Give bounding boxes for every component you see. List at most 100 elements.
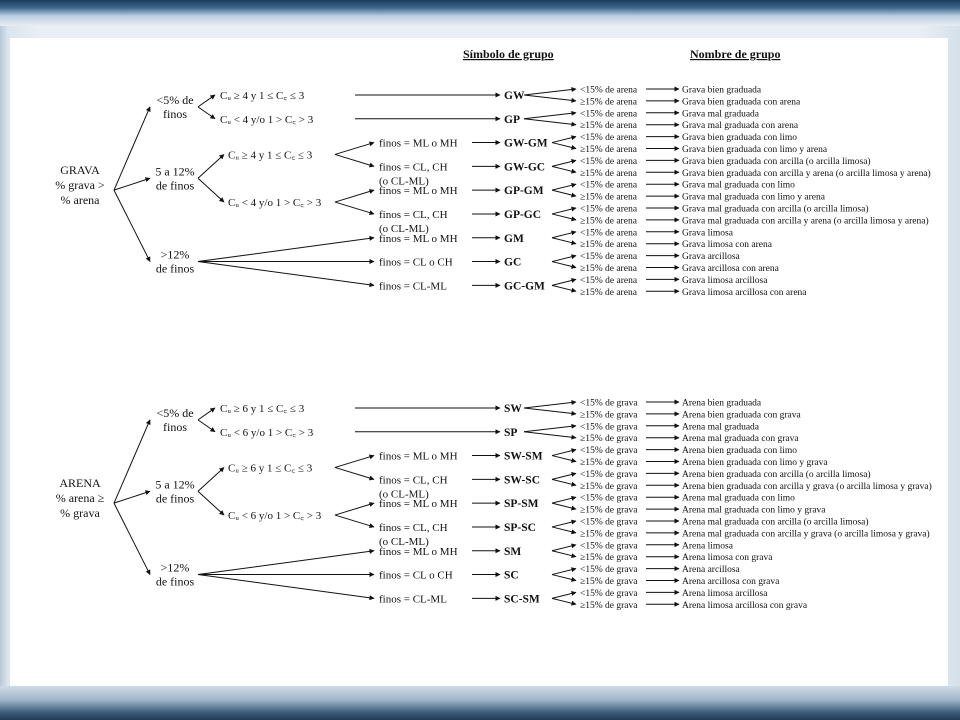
fines-condition: finos = ML o MH (379, 138, 458, 150)
fines-condition: finos = CL o CH (379, 570, 453, 582)
percent-label: <15% de grava (580, 399, 638, 409)
group-symbol: GW-GM (504, 138, 548, 150)
group-name: Arena mal graduada (682, 422, 760, 432)
percent-label: <15% de arena (580, 157, 638, 167)
group-name: Grava bien graduada con limo (682, 133, 797, 143)
percent-label: ≥15% de arena (580, 240, 638, 250)
group-name: Arena bien graduada con arcilla (o arcil… (682, 469, 871, 480)
root-to-level-arrow (113, 106, 151, 191)
root-label: % arena (61, 193, 101, 207)
symbol-to-percent-arrow (551, 237, 577, 246)
group-name: Grava arcillosa con arena (682, 264, 780, 274)
symbol-to-percent-arrow (551, 502, 577, 511)
root-to-level-arrow (113, 490, 151, 504)
group-name: Grava bien graduada con arena (682, 97, 801, 107)
symbol-to-percent-arrow (551, 135, 577, 144)
group-name: Grava mal graduada con arcilla (o arcill… (682, 204, 868, 215)
symbol-to-percent-arrow (551, 526, 577, 535)
coefficient-condition: Cᵤ ≥ 4 y 1 ≤ C꜀ ≤ 3 (220, 90, 305, 102)
percent-label: ≥15% de grava (580, 434, 638, 444)
symbol-to-percent-arrow (551, 142, 577, 150)
percent-label: <15% de grava (580, 422, 638, 432)
symbol-to-percent-arrow (551, 213, 577, 222)
symbol-to-percent-arrow (551, 261, 577, 269)
fines-level-label: >12% (161, 561, 190, 575)
symbol-to-percent-arrow (551, 478, 577, 487)
group-name: Arena bien graduada con arcilla y grava … (682, 481, 932, 492)
symbol-to-percent-arrow (551, 206, 577, 215)
group-symbol: GW-GC (504, 161, 545, 173)
percent-label: <15% de arena (580, 133, 638, 143)
percent-label: <15% de arena (580, 86, 638, 96)
group-symbol: SP-SM (504, 498, 539, 510)
percent-label: ≥15% de grava (580, 506, 638, 516)
percent-label: ≥15% de arena (580, 288, 638, 298)
percent-label: ≥15% de arena (580, 264, 638, 274)
percent-label: <15% de grava (580, 446, 638, 456)
coefficient-condition: Cᵤ ≥ 6 y 1 ≤ C꜀ ≤ 3 (220, 403, 305, 415)
fines-level-label: finos (163, 107, 187, 121)
percent-label: <15% de arena (580, 109, 638, 119)
symbol-to-percent-arrow (551, 574, 577, 582)
coefficient-condition: Cᵤ < 6 y/o 1 > C꜀ > 3 (220, 427, 314, 439)
symbol-to-percent-arrow (551, 182, 577, 191)
root-to-level-arrow (113, 189, 151, 262)
fines-condition: finos = CL, CH (379, 522, 448, 534)
fines-level-label: de finos (156, 178, 195, 192)
group-name: Grava limosa (682, 228, 734, 238)
root-label: % arena ≥ (56, 491, 105, 505)
group-name: Grava mal graduada (682, 109, 760, 119)
group-name: Grava bien graduada con arcilla (o arcil… (682, 156, 871, 167)
root-to-level-arrow (113, 419, 151, 504)
group-symbol: SW (504, 403, 522, 415)
group-name: Arena mal graduada con grava (682, 434, 799, 444)
percent-label: ≥15% de grava (580, 458, 638, 468)
group-name: Arena mal graduada con limo (682, 494, 795, 504)
percent-label: <15% de grava (580, 494, 638, 504)
symbol-to-percent-arrow (551, 455, 577, 463)
fines-level-label: >12% (161, 248, 190, 262)
fines-condition: finos = ML o MH (379, 498, 458, 510)
level-to-condition-arrow (197, 490, 225, 516)
percent-label: ≥15% de arena (580, 97, 638, 107)
condition-to-fines-arrow (334, 502, 375, 516)
percent-label: ≥15% de grava (580, 410, 638, 420)
symbol-to-percent-arrow (551, 550, 577, 559)
group-symbol: GC (504, 257, 521, 269)
level-to-condition-arrow (197, 419, 216, 433)
group-symbol: GP-GC (504, 209, 541, 221)
symbol-to-percent-arrow (551, 519, 577, 528)
header-name: Nombre de grupo (690, 47, 780, 61)
percent-label: ≥15% de arena (580, 216, 638, 226)
coefficient-condition: Cᵤ < 4 y/o 1 > C꜀ > 3 (228, 197, 322, 209)
percent-label: ≥15% de arena (580, 193, 638, 203)
group-name: Arena mal graduada con limo y grava (682, 506, 826, 516)
group-symbol: GP (504, 114, 520, 126)
group-symbol: SM (504, 546, 521, 558)
fines-level-label: finos (163, 420, 187, 434)
fines-level-label: de finos (156, 262, 195, 276)
percent-label: <15% de grava (580, 589, 638, 599)
root-to-level-arrow (113, 502, 151, 575)
fines-level-label: <5% de (156, 93, 193, 107)
percent-label: <15% de arena (580, 205, 638, 215)
fines-condition: (o CL-ML) (379, 223, 429, 235)
symbol-to-percent-arrow (551, 591, 577, 599)
group-symbol: GC-GM (504, 280, 545, 292)
group-name: Grava mal graduada con limo (682, 181, 795, 191)
fines-condition: (o CL-ML) (379, 536, 429, 548)
symbol-to-percent-arrow (551, 159, 577, 167)
symbol-to-percent-arrow (551, 448, 577, 457)
symbol-to-percent-arrow (551, 472, 577, 480)
group-name: Grava mal graduada con arena (682, 121, 799, 131)
percent-label: <15% de grava (580, 565, 638, 575)
condition-to-fines-arrow (334, 466, 375, 481)
group-symbol: SC-SM (504, 593, 540, 605)
group-name: Arena limosa arcillosa (682, 589, 768, 599)
group-name: Grava limosa con arena (682, 240, 773, 250)
symbol-to-percent-arrow (551, 278, 577, 286)
percent-label: <15% de arena (580, 228, 638, 238)
symbol-to-percent-arrow (551, 189, 577, 198)
fines-level-label: de finos (156, 575, 195, 589)
fines-condition: (o CL-ML) (379, 175, 429, 187)
